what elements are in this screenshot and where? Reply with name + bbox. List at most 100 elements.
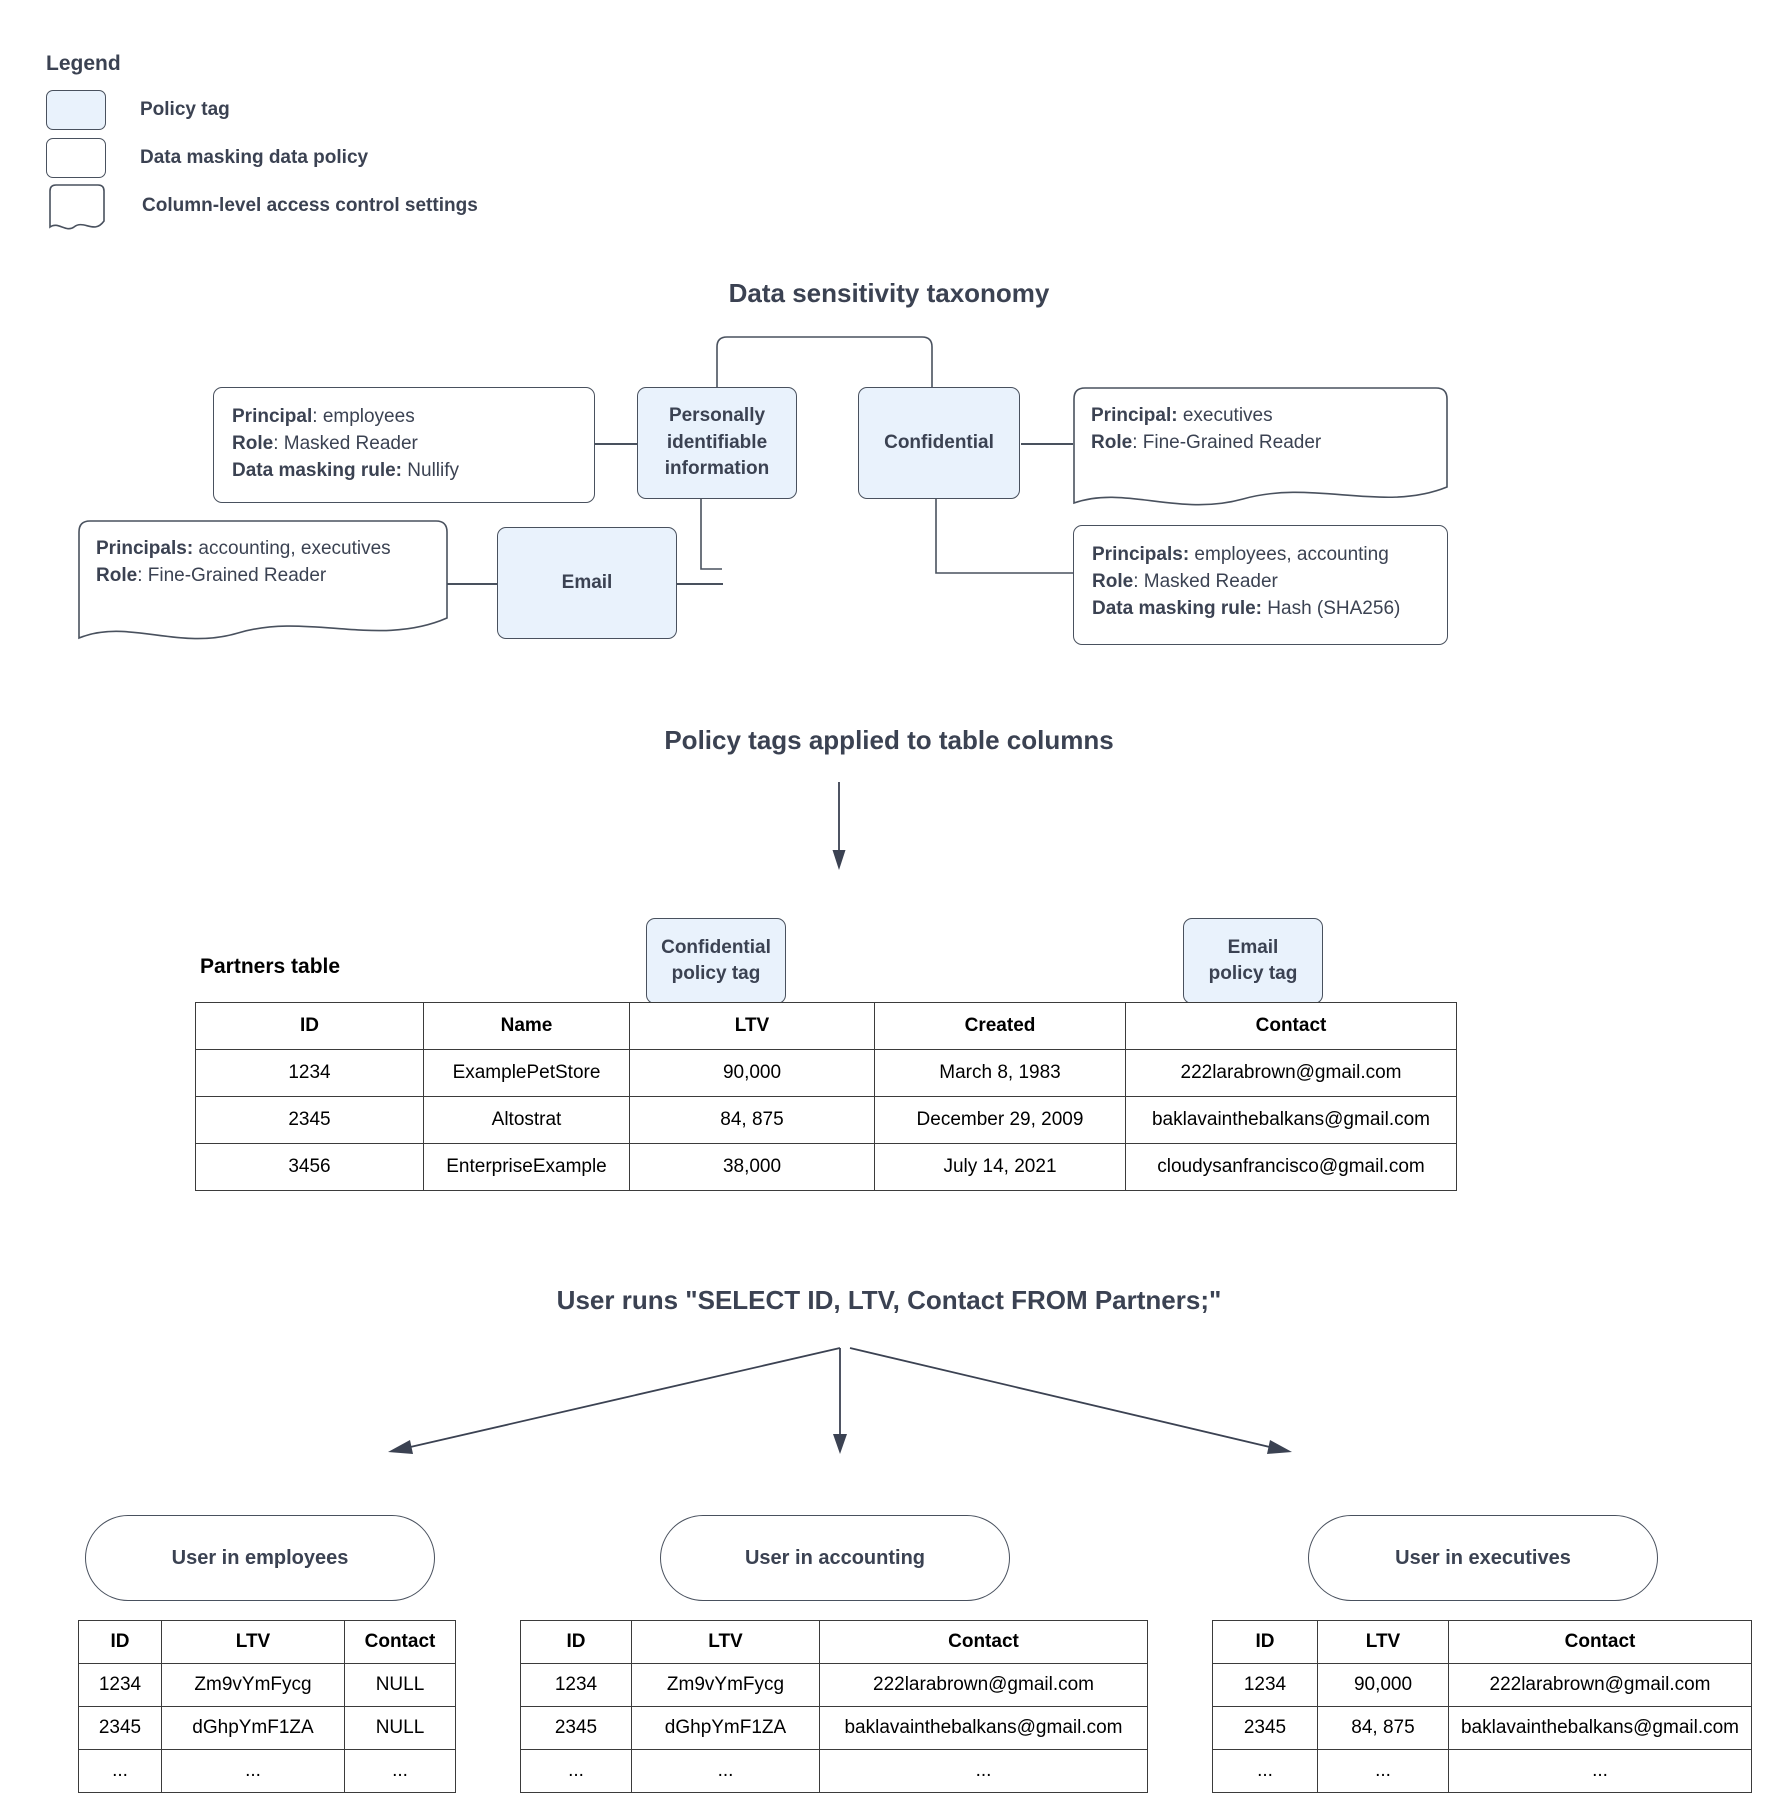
cell-name: ExamplePetStore [423,1049,630,1097]
policy-tag-confidential-label: Confidential [884,431,994,453]
policy-tag-confidential-applied[interactable]: Confidential policy tag [646,918,786,1004]
column-header-contact: Contact [819,1620,1148,1664]
cell-ltv: dGhpYmF1ZA [631,1706,820,1750]
policy-tag-confidential[interactable]: Confidential [858,387,1020,499]
cell-ltv: 84, 875 [629,1096,875,1144]
cell-name: Altostrat [423,1096,630,1144]
cell-id: 3456 [195,1143,424,1191]
label-principal: Principal: [1091,405,1178,426]
email-column-access-box[interactable]: Principals: accounting, executives Role:… [78,520,448,650]
cell-id: 1234 [520,1663,632,1707]
cell-contact: baklavainthebalkans@gmail.com [1448,1706,1752,1750]
cell-name: EnterpriseExample [423,1143,630,1191]
cell-ltv: ... [1317,1749,1449,1793]
label-masking-rule: Data masking rule: [232,459,402,481]
email-access-content: Principals: accounting, executives Role:… [96,538,391,586]
confidential-column-access-box[interactable]: Principal: executives Role: Fine-Grained… [1073,387,1448,515]
legend-title: Legend [46,52,121,75]
table-row: ... ... ... [78,1749,456,1793]
cell-id: 2345 [195,1096,424,1144]
label-masking-rule: Data masking rule: [1092,597,1262,619]
partners-table-header-row: ID Name LTV Created Contact [195,1002,1457,1050]
value-role: Masked Reader [1143,570,1278,592]
cell-created: December 29, 2009 [874,1096,1126,1144]
email-access-connector [440,583,497,585]
cell-contact: ... [1448,1749,1752,1793]
cell-ltv: 38,000 [629,1143,875,1191]
cell-ltv: 90,000 [1317,1663,1449,1707]
column-access-swatch-icon [46,183,108,230]
cell-contact: 222larabrown@gmail.com [819,1663,1148,1707]
legend-item-label: Column-level access control settings [142,195,478,216]
label-principals: Principals: [1092,544,1190,565]
legend-item-label: Policy tag [140,99,230,120]
legend-item-policy-tag: Policy tag [46,86,478,134]
cell-created: July 14, 2021 [874,1143,1126,1191]
pii-data-masking-policy-box[interactable]: Principal: employees Role: Masked Reader… [213,387,595,503]
cell-id: ... [1212,1749,1318,1793]
label-role: Role [232,432,274,454]
policy-tag-email-line2: policy tag [1208,963,1298,984]
email-right-connector [676,583,723,585]
cell-contact: 222larabrown@gmail.com [1448,1663,1752,1707]
partners-table: ID Name LTV Created Contact 1234 Example… [195,1002,1457,1191]
policy-tag-confidential-line1: Confidential [661,937,771,959]
policy-tag-email-applied[interactable]: Email policy tag [1183,918,1323,1004]
result-role-employees[interactable]: User in employees [85,1515,435,1601]
legend-item-data-masking: Data masking data policy [46,134,478,182]
cell-created: March 8, 1983 [874,1049,1126,1097]
cell-contact: 222larabrown@gmail.com [1125,1049,1457,1097]
result-role-executives[interactable]: User in executives [1308,1515,1658,1601]
column-header-ltv: LTV [631,1620,820,1664]
legend: Legend Policy tag Data masking data poli… [46,52,478,230]
cell-ltv: Zm9vYmFycg [631,1663,820,1707]
table-row: 2345 Altostrat 84, 875 December 29, 2009… [195,1096,1457,1144]
column-header-contact: Contact [344,1620,456,1664]
column-header-id: ID [195,1002,424,1050]
pii-masking-content: Principal: employees Role: Masked Reader… [232,406,460,481]
cell-ltv: 90,000 [629,1049,875,1097]
partners-table-label: Partners table [200,955,341,978]
cell-contact: NULL [344,1706,456,1750]
cell-ltv: Zm9vYmFycg [161,1663,345,1707]
pii-masking-connector [594,443,639,445]
value-role: Fine-Grained Reader [1142,431,1322,453]
cell-contact: baklavainthebalkans@gmail.com [819,1706,1148,1750]
legend-item-label: Data masking data policy [140,147,369,168]
policy-tag-pii[interactable]: Personally identifiable information [637,387,797,499]
policy-tag-email[interactable]: Email [497,527,677,639]
column-header-id: ID [1212,1620,1318,1664]
role-label: User in executives [1395,1546,1571,1569]
table-header-row: ID LTV Contact [78,1620,456,1664]
confidential-access-connector [1021,443,1073,445]
column-header-ltv: LTV [629,1002,875,1050]
confidential-masking-content: Principals: employees, accounting Role: … [1092,544,1401,619]
table-row: 2345 dGhpYmF1ZA baklavainthebalkans@gmai… [520,1706,1148,1750]
result-table-executives: ID LTV Contact 1234 90,000 222larabrown@… [1212,1620,1752,1793]
column-header-ltv: LTV [1317,1620,1449,1664]
cell-id: 2345 [1212,1706,1318,1750]
cell-contact: ... [344,1749,456,1793]
cell-contact: ... [819,1749,1148,1793]
policy-tag-email-line1: Email [1227,937,1279,959]
column-header-name: Name [423,1002,630,1050]
pii-email-connector [700,495,722,570]
value-principals: employees, accounting [1189,544,1389,565]
query-branch-arrows-icon [388,1347,1292,1454]
table-row: ... ... ... [520,1749,1148,1793]
cell-id: 2345 [520,1706,632,1750]
label-role: Role [1092,570,1134,592]
result-table-employees: ID LTV Contact 1234 Zm9vYmFycg NULL 2345… [78,1620,456,1793]
table-header-row: ID LTV Contact [1212,1620,1752,1664]
confidential-data-masking-policy-box[interactable]: Principals: employees, accounting Role: … [1073,525,1448,645]
table-row: 2345 84, 875 baklavainthebalkans@gmail.c… [1212,1706,1752,1750]
confidential-access-content: Principal: executives Role: Fine-Grained… [1091,405,1322,453]
legend-item-column-access: Column-level access control settings [46,182,478,230]
value-masking-rule: Nullify [402,459,460,481]
data-masking-swatch-icon [46,138,106,178]
role-label: User in accounting [744,1546,926,1569]
value-principals: accounting, executives [193,538,391,559]
policy-tag-confidential-line2: policy tag [671,963,761,984]
cell-id: ... [78,1749,162,1793]
result-role-accounting[interactable]: User in accounting [660,1515,1010,1601]
